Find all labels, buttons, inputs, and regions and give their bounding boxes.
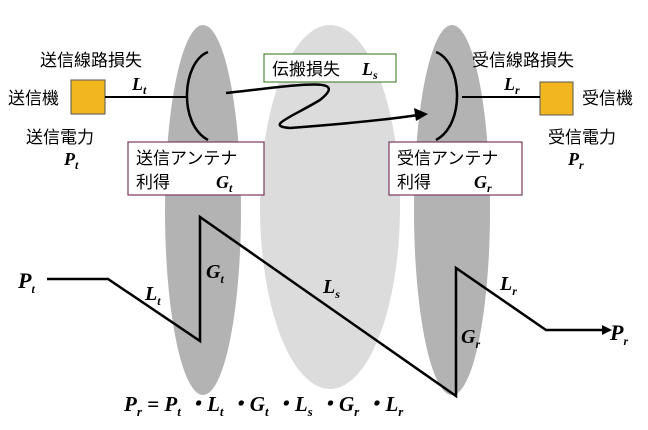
tx-power-label: 送信電力 — [26, 128, 94, 148]
tx-device-box — [70, 79, 106, 115]
propagation-loss-symbol: Ls — [361, 59, 378, 82]
tx-gain-label: 利得 — [136, 173, 170, 193]
rx-power-symbol: Pr — [567, 149, 584, 172]
profile-lr-label: Lr — [499, 273, 517, 298]
propagation-loss-box — [263, 53, 397, 83]
rx-gain-label: 利得 — [397, 173, 431, 193]
tx-line-loss-label: 送信線路損失 — [40, 51, 142, 71]
power-level-arrowhead — [602, 325, 612, 335]
profile-gr-label: Gr — [461, 326, 480, 351]
tx-antenna-label: 送信アンテナ — [136, 149, 237, 169]
power-level-profile — [47, 214, 606, 399]
rx-device-label: 受信機 — [582, 89, 633, 109]
tx-gain-symbol: Gt — [216, 172, 233, 195]
profile-gt-label: Gt — [206, 261, 224, 286]
propagation-arrowhead — [414, 108, 428, 121]
rx-line-loss-symbol: Lr — [503, 74, 520, 97]
rx-gain-symbol: Gr — [474, 172, 492, 195]
rx-power-label: 受信電力 — [548, 128, 616, 148]
tx-line-loss-symbol: Lt — [131, 74, 147, 97]
rx-antenna-ellipse — [414, 25, 490, 395]
profile-pt-label: Pt — [17, 268, 35, 296]
profile-lt-label: Lt — [144, 283, 161, 308]
tx-antenna-ellipse — [165, 25, 241, 395]
rx-device-box — [539, 81, 574, 116]
tx-device-label: 送信機 — [8, 89, 59, 109]
link-budget-formula: Pr = Pt ・Lt ・Gt ・Ls ・Gr ・Lr — [123, 392, 404, 419]
tx-antenna-dish-icon — [185, 50, 209, 142]
rx-line-loss-label: 受信線路損失 — [472, 51, 574, 71]
propagation-path — [225, 83, 419, 130]
propagation-ellipse — [260, 25, 400, 389]
tx-power-symbol: Pt — [63, 149, 79, 172]
tx-antenna-gain-box — [127, 141, 265, 196]
propagation-loss-label: 伝搬損失 — [272, 60, 340, 80]
profile-pr-label: Pr — [609, 320, 628, 348]
rx-antenna-label: 受信アンテナ — [397, 149, 498, 169]
profile-ls-label: Ls — [322, 276, 340, 301]
rx-antenna-dish-icon — [435, 50, 459, 142]
rx-antenna-gain-box — [388, 141, 523, 196]
